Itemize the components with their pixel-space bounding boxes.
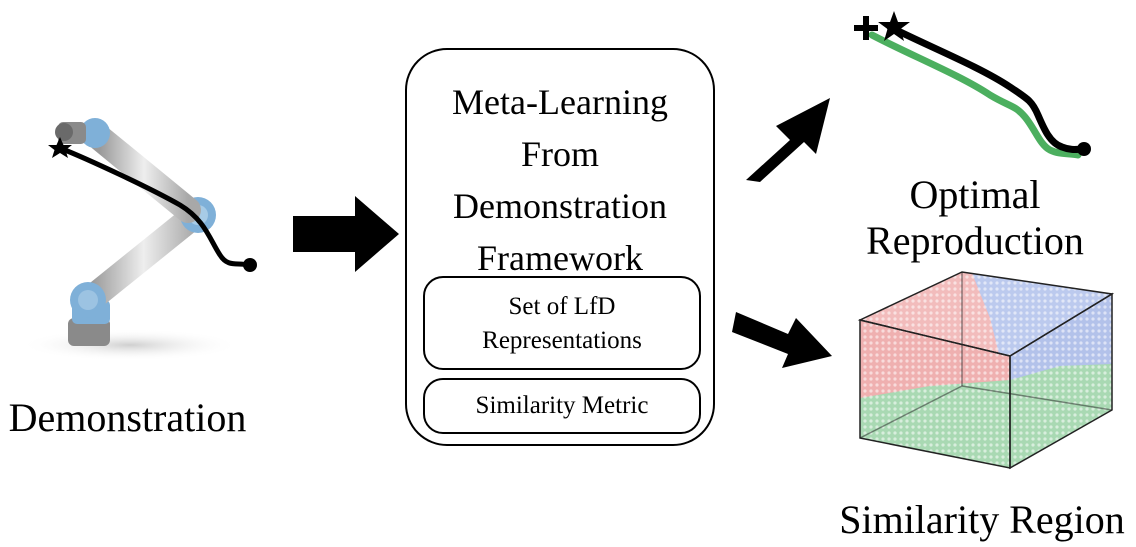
similarity-region-label: Similarity Region (839, 497, 1125, 542)
lfd-box-line: Set of LfD (508, 293, 616, 320)
arrow-right-icon (732, 312, 832, 368)
lfd-representations-box: Set of LfD Representations (423, 276, 701, 370)
arrow-right-icon (746, 98, 830, 182)
framework-title-line: Meta-Learning (452, 82, 668, 122)
arrow-right-icon (293, 196, 399, 272)
optimal-reproduction-label: Optimal Reproduction (852, 172, 1098, 264)
framework-title-line: Demonstration (453, 186, 667, 226)
framework-box: Meta-Learning From Demonstration Framewo… (405, 48, 715, 446)
lfd-box-line: Representations (482, 327, 642, 354)
similarity-metric-box: Similarity Metric (423, 378, 701, 434)
trajectory-plot-icon (854, 11, 1091, 159)
framework-title-line: Framework (477, 238, 643, 278)
demonstration-label: Demonstration (8, 395, 247, 440)
framework-title: Meta-Learning From Demonstration Framewo… (407, 76, 713, 284)
similarity-cube-icon (857, 271, 1115, 470)
framework-title-line: From (520, 134, 599, 174)
optimal-label-line: Optimal (909, 172, 1041, 217)
optimal-label-line: Reproduction (866, 218, 1084, 263)
